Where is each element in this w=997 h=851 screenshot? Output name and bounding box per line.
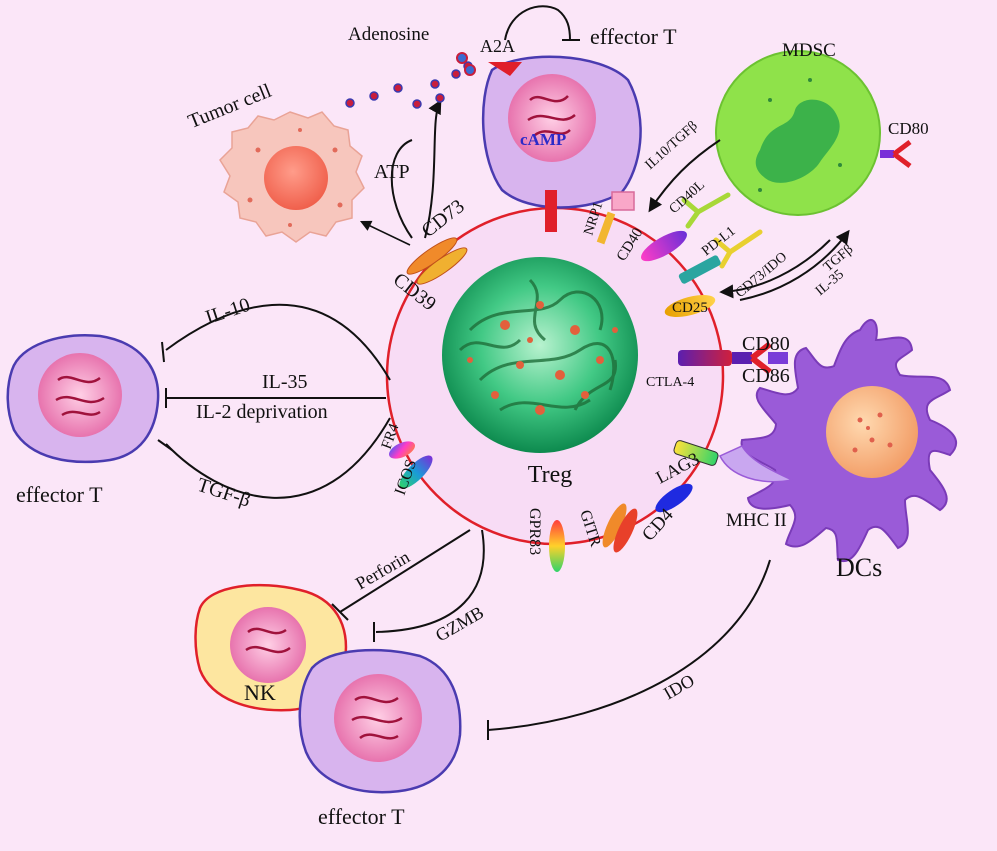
- mdsc-granules: [758, 78, 842, 192]
- gitr-receptor: [602, 503, 638, 553]
- nk-nucleus: [230, 607, 306, 683]
- treg-nucleus: [442, 257, 638, 453]
- tumor-granules: [247, 128, 343, 227]
- treg-chromatin-dots: [467, 301, 618, 415]
- mdsc-nucleus: [755, 99, 840, 183]
- atp-path: [390, 139, 413, 239]
- atp-label: ATP: [374, 161, 410, 183]
- cd40l-ligand: [681, 192, 731, 229]
- mdsc-cd80-receptor: [880, 140, 912, 168]
- dcs-label: DCs: [836, 553, 882, 582]
- ido-line: [487, 559, 771, 731]
- a2a-receptor: [488, 62, 522, 76]
- il10-tgfb-label: IL10/TGFβ: [643, 119, 701, 173]
- perforin-line: [339, 529, 471, 613]
- adenosine-molecules: [345, 52, 476, 109]
- dc-nucleus: [826, 386, 918, 478]
- ctla4-receptor: [678, 350, 732, 366]
- treg-cell: Treg: [385, 206, 725, 546]
- mdsc-label: MDSC: [782, 40, 836, 61]
- il10-inhibition-bar: [161, 341, 165, 363]
- pdl1-ligand: [713, 229, 763, 269]
- il35-label: IL-35: [262, 371, 308, 393]
- gpr83-label: GPR83: [526, 508, 543, 555]
- il2-deprivation-label: IL-2 deprivation: [196, 401, 328, 423]
- tgfb-inhibition-arc: [165, 417, 391, 499]
- a2a-label: A2A: [480, 36, 515, 56]
- mhc2-label: MHC II: [726, 510, 787, 531]
- treg-label: Treg: [528, 462, 572, 488]
- dc-nucleus-dots: [852, 412, 893, 453]
- perforin-bar: [331, 603, 349, 621]
- effector-left-nucleus: [38, 353, 122, 437]
- cd86-label: CD86: [742, 365, 790, 387]
- tumor-nucleus: [264, 146, 328, 210]
- lag3-receptor: [673, 440, 719, 466]
- tgfb-inhibition-bar: [157, 439, 173, 451]
- il10-label: IL-10: [203, 294, 253, 329]
- effector-top-chromatin: [527, 95, 576, 137]
- effector-left-label: effector T: [16, 482, 103, 507]
- effector-t-top: cAMP A2A: [480, 36, 642, 232]
- adenosine-label: Adenosine: [348, 24, 429, 45]
- pdl1-label: PD-L1: [699, 224, 738, 259]
- effector-left-chromatin: [55, 375, 105, 417]
- tgfb-il35-arrow: [739, 229, 850, 301]
- camp-label: cAMP: [520, 130, 566, 149]
- cd73-ido-arrow: [719, 239, 831, 299]
- cd73-cd39-receptor: [406, 237, 468, 285]
- nk-label: NK: [244, 680, 276, 705]
- cd80-cd86-ligand: [732, 341, 788, 375]
- a2a-inhibition-arc: [504, 5, 571, 41]
- effector-bottom-label: effector T: [318, 804, 405, 829]
- atp-to-adenosine-arrow: [424, 99, 442, 239]
- cd80-dc-label: CD80: [742, 333, 790, 355]
- cd4-receptor: [655, 483, 693, 513]
- il10-inhibition-arc: [165, 303, 391, 381]
- nk-chromatin: [245, 627, 291, 654]
- tgfb-label: TGF-β: [194, 474, 253, 512]
- gzmb-line: [375, 529, 485, 633]
- effector-t-left: effector T: [6, 334, 160, 507]
- effector-bottom-nucleus: [334, 674, 422, 762]
- cd25-receptor: [664, 295, 716, 317]
- icos-receptor: [399, 455, 433, 489]
- ido-label: IDO: [660, 670, 698, 703]
- cd73-to-tumor-arrow: [359, 220, 411, 246]
- mdsc-cell: MDSC CD80: [715, 40, 929, 216]
- effector-top-label: effector T: [590, 24, 677, 49]
- cd25-label: CD25: [672, 300, 708, 316]
- effector-t-bottom: effector T: [298, 648, 462, 829]
- cd40-receptor: [641, 230, 687, 262]
- fr4-receptor: [388, 441, 416, 459]
- pd1-receptor: [678, 255, 721, 284]
- nrp1-receptor: [596, 191, 635, 245]
- perforin-label: Perforin: [352, 547, 413, 594]
- gpr83-receptor: [549, 520, 565, 572]
- treg-effector-contact: [545, 190, 557, 232]
- treg-chromatin: [458, 278, 617, 412]
- dc-cell: DCs: [740, 319, 958, 582]
- cd73-label: CD73: [418, 195, 469, 242]
- il10-tgfb-arrow: [648, 139, 721, 213]
- effector-bottom-chromatin: [351, 695, 403, 740]
- cd80-mdsc-label: CD80: [888, 119, 929, 138]
- gzmb-label: GZMB: [432, 602, 487, 645]
- ctla4-label: CTLA-4: [646, 375, 694, 390]
- tumor-cell: Tumor cell: [185, 80, 365, 243]
- mhc2-molecule: [718, 445, 795, 483]
